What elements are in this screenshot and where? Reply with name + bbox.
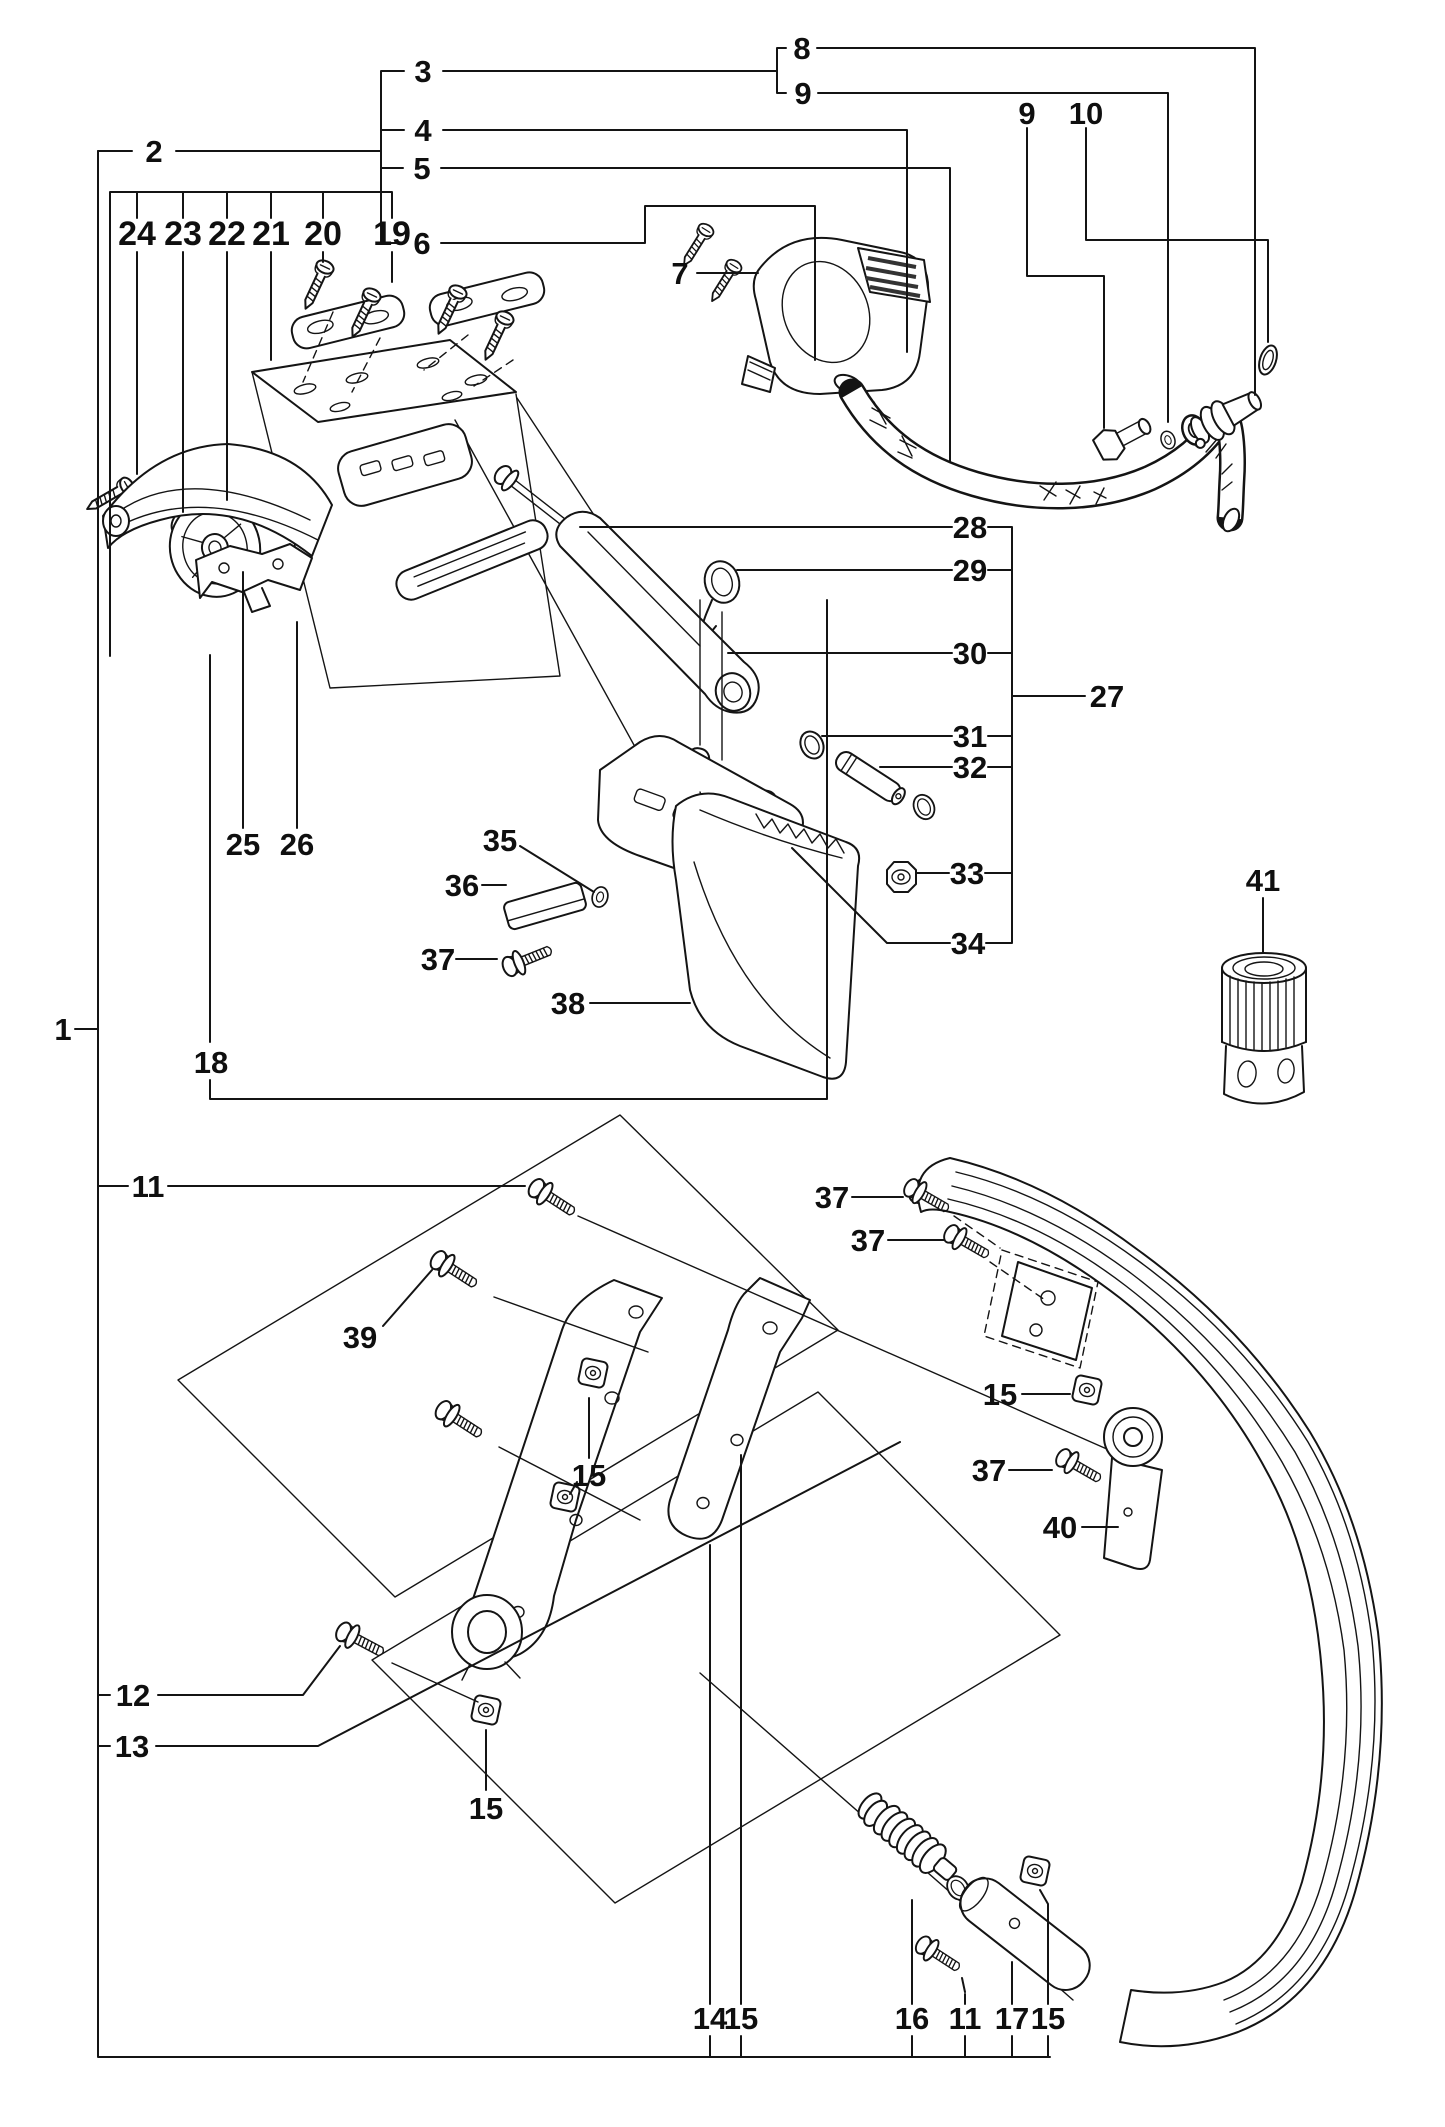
handle-sleeve xyxy=(958,1876,1091,1991)
callout-lines xyxy=(74,47,1269,2058)
callout-3: 3 xyxy=(414,54,431,89)
flange-bolt xyxy=(1051,1443,1107,1491)
fuel-hose xyxy=(838,378,1246,533)
callout-4: 4 xyxy=(414,113,432,148)
callout-9: 9 xyxy=(794,76,811,111)
callout-39: 39 xyxy=(343,1320,377,1355)
flange-bolt xyxy=(425,1245,484,1296)
callout-31: 31 xyxy=(953,719,987,754)
top-handle-mount xyxy=(337,423,473,507)
seal-ring xyxy=(1258,344,1278,376)
flange-bolt xyxy=(497,937,557,982)
flange-bolt xyxy=(523,1173,582,1224)
callout-8: 8 xyxy=(793,31,810,66)
bolt-axis-lines xyxy=(953,1215,1046,1301)
callout-28: 28 xyxy=(953,510,987,545)
flange-bolt xyxy=(939,1219,995,1267)
flange-bolt xyxy=(910,1930,967,1980)
callout-20: 20 xyxy=(304,215,342,253)
spacer-washer xyxy=(589,884,611,910)
bolt-axis-lines xyxy=(391,1296,649,1703)
banjo-fitting xyxy=(1092,417,1152,461)
flange-bolt xyxy=(430,1395,489,1446)
callout-15e: 15 xyxy=(1031,2001,1065,2036)
callout-19: 19 xyxy=(373,215,411,253)
square-nut xyxy=(1070,1373,1104,1407)
callout-2: 2 xyxy=(145,134,162,169)
callout-14: 14 xyxy=(693,2001,728,2036)
o-ring xyxy=(908,790,940,824)
callout-16: 16 xyxy=(895,2001,929,2036)
callout-6: 6 xyxy=(413,226,430,261)
square-nut xyxy=(1018,1854,1052,1888)
callout-21: 21 xyxy=(252,215,290,253)
callout-37d: 37 xyxy=(972,1453,1006,1488)
mounting-plate xyxy=(251,339,517,423)
tube-clamp xyxy=(451,1594,523,1681)
callout-15b: 15 xyxy=(983,1377,1017,1412)
callout-32: 32 xyxy=(953,750,987,785)
callout-36: 36 xyxy=(445,868,479,903)
callout-22: 22 xyxy=(208,215,246,253)
callout-34: 34 xyxy=(951,926,986,961)
callout-17: 17 xyxy=(995,2001,1029,2036)
callout-12: 12 xyxy=(116,1678,150,1713)
callout-37c: 37 xyxy=(851,1223,885,1258)
callout-37: 37 xyxy=(421,942,455,977)
clamp-bracket xyxy=(195,543,313,613)
callout-7: 7 xyxy=(671,256,688,291)
pivot-disc xyxy=(1103,1407,1163,1570)
callout-15d: 15 xyxy=(724,2001,758,2036)
callout-10: 10 xyxy=(1069,96,1103,131)
callout-37b: 37 xyxy=(815,1180,849,1215)
callout-15c: 15 xyxy=(469,1791,503,1826)
square-nut xyxy=(576,1356,610,1390)
retainer-plate xyxy=(503,881,587,931)
callout-13: 13 xyxy=(115,1729,149,1764)
callout-11b: 11 xyxy=(949,2001,982,2036)
bolt-axis-line xyxy=(577,1215,1151,1469)
support-arm-right xyxy=(667,1277,811,1540)
rear-handle-tube xyxy=(908,1157,1383,2048)
throttle-lever xyxy=(555,510,760,714)
square-nut xyxy=(469,1693,503,1727)
callout-1: 1 xyxy=(54,1012,71,1047)
callout-23: 23 xyxy=(164,215,202,253)
callout-40: 40 xyxy=(1043,1510,1077,1545)
callout-26: 26 xyxy=(280,827,314,862)
spring-damper xyxy=(857,1792,958,1881)
callout-5: 5 xyxy=(413,151,430,186)
callout-30: 30 xyxy=(953,636,987,671)
machine-screw xyxy=(296,256,337,314)
construction-lines xyxy=(699,599,723,761)
callout-41: 41 xyxy=(1246,863,1280,898)
primer-screw xyxy=(704,256,745,307)
pivot-pin xyxy=(835,751,906,806)
callout-27: 27 xyxy=(1090,679,1124,714)
screw-axis-lines xyxy=(302,311,514,393)
washer-small xyxy=(1157,428,1179,452)
flange-bolt xyxy=(330,1616,390,1665)
callout-33: 33 xyxy=(950,856,984,891)
callout-11: 11 xyxy=(132,1169,165,1204)
hand-guard xyxy=(671,792,861,1080)
top-handle-bar xyxy=(395,519,549,601)
callout-35: 35 xyxy=(483,823,517,858)
callout-25: 25 xyxy=(226,827,260,862)
callout-29: 29 xyxy=(953,553,987,588)
callout-labels: 3 8 9 4 9 10 5 2 6 7 24 23 22 21 20 19 2… xyxy=(54,31,1280,2036)
lock-nut xyxy=(886,861,917,893)
primer-bulb xyxy=(741,236,931,395)
callout-15: 15 xyxy=(572,1458,606,1493)
callout-9b: 9 xyxy=(1018,96,1035,131)
callout-24: 24 xyxy=(118,215,156,253)
callout-18: 18 xyxy=(194,1045,228,1080)
callout-38: 38 xyxy=(551,986,585,1021)
o-ring xyxy=(795,726,829,764)
hose-connector xyxy=(1189,391,1263,449)
hose-coupler xyxy=(1221,952,1307,1105)
gasket-strip xyxy=(290,294,406,350)
